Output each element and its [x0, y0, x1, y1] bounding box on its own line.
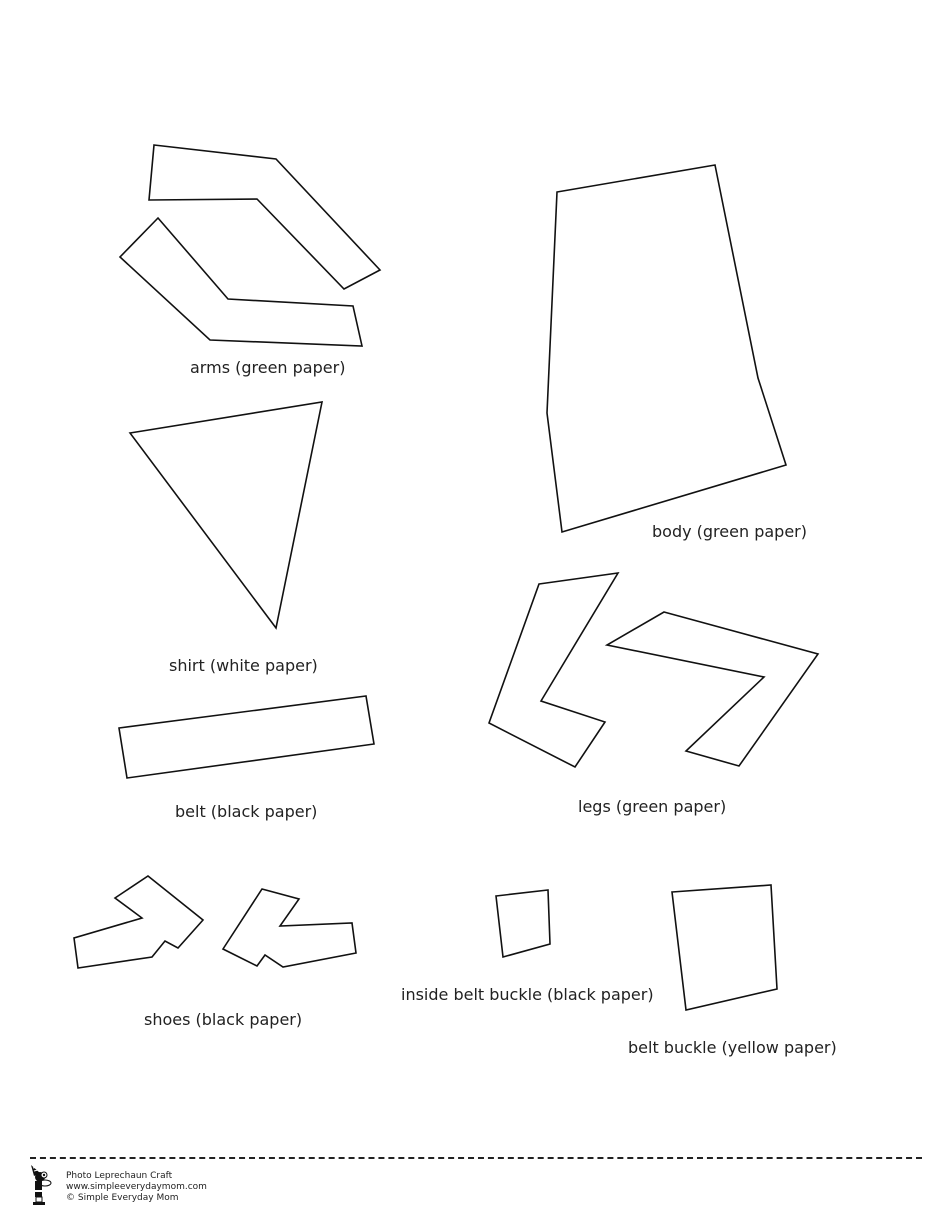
- footer-title: Photo Leprechaun Craft: [66, 1171, 173, 1181]
- arms-label: arms (green paper): [190, 358, 346, 377]
- cut-line-divider: [30, 1157, 922, 1159]
- shoe-left-shape: [73, 875, 205, 969]
- leg-left-shape: [488, 571, 620, 769]
- belt-buckle-label: belt buckle (yellow paper): [628, 1038, 837, 1057]
- shirt-label: shirt (white paper): [169, 656, 318, 675]
- arm-lower-shape: [118, 216, 364, 347]
- shoes-label: shoes (black paper): [144, 1010, 303, 1029]
- arm-upper-shape: [148, 144, 382, 290]
- belt-shape: [118, 695, 375, 779]
- inside-belt-buckle-shape: [495, 889, 551, 959]
- body-shape: [546, 164, 788, 534]
- shoe-right-shape: [221, 888, 357, 968]
- leprechaun-mascot-icon: [28, 1163, 58, 1212]
- shirt-shape: [128, 401, 324, 630]
- leg-right-shape: [604, 611, 820, 767]
- belt-buckle-shape: [671, 884, 778, 1011]
- footer-copyright: © Simple Everyday Mom: [66, 1193, 179, 1203]
- belt-label: belt (black paper): [175, 802, 318, 821]
- body-label: body (green paper): [652, 522, 807, 541]
- legs-label: legs (green paper): [578, 797, 727, 816]
- footer-website-link[interactable]: www.simpleeverydaymom.com: [66, 1182, 207, 1192]
- inside-belt-buckle-label: inside belt buckle (black paper): [401, 985, 654, 1004]
- footer-credits: Photo Leprechaun Craft www.simpleeveryda…: [66, 1171, 207, 1204]
